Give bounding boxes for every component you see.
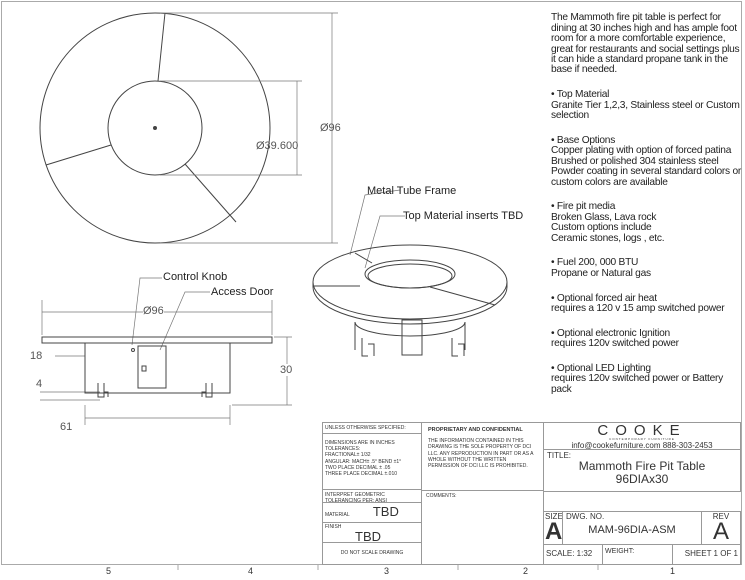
product-notes: The Mammoth fire pit table is perfect fo…	[551, 3, 745, 410]
dim-leg: 4	[36, 378, 43, 390]
top-view	[39, 12, 271, 244]
brand-logo: COOKE	[597, 422, 687, 439]
material-cell: MATERIAL TBD	[322, 502, 422, 523]
callout-control-knob: Control Knob	[163, 271, 228, 283]
dim-side-dia: Ø96	[143, 305, 164, 317]
note-section: • Top Material Granite Tier 1,2,3, Stain…	[551, 89, 740, 122]
weight: WEIGHT:	[602, 544, 673, 565]
zone-3: 3	[384, 566, 390, 576]
dim-top-inner: Ø39.600	[256, 140, 299, 152]
finish-value: TBD	[355, 529, 381, 545]
callout-top-inserts: Top Material inserts TBD	[403, 210, 524, 222]
sheet: SHEET 1 OF 1	[672, 544, 741, 565]
iso-view	[312, 244, 508, 357]
brand-cell: COOKE CONTEMPORARY FURNITURE info@cookef…	[543, 422, 741, 450]
contact: info@cookefurniture.com 888-303-2453	[571, 441, 713, 450]
note-section: • Base Options Copper plating with optio…	[551, 134, 742, 188]
note-section: • Fire pit media Broken Glass, Lava rock…	[551, 201, 665, 244]
drawing-number: MAM-96DIA-ASM	[588, 524, 676, 536]
drawing-subtitle: 96DIAx30	[615, 472, 669, 486]
zone-5: 5	[106, 566, 112, 576]
note-section: • Optional LED Lighting requires 120v sw…	[551, 363, 724, 395]
callout-access-door: Access Door	[211, 286, 274, 298]
zone-1: 1	[670, 566, 676, 576]
material-value: TBD	[372, 504, 399, 519]
note-section: • Optional electronic Ignition requires …	[551, 327, 679, 350]
tolerances: DIMENSIONS ARE IN INCHES TOLERANCES: FRA…	[322, 433, 422, 490]
note-section: • Fuel 200, 000 BTU Propane or Natural g…	[551, 257, 651, 279]
do-not-scale: DO NOT SCALE DRAWING	[322, 542, 422, 565]
comments-cell: COMMENTS:	[421, 490, 544, 565]
dim-height: 30	[280, 364, 293, 376]
dim-top-outer: Ø96	[320, 122, 341, 134]
notes-intro: The Mammoth fire pit table is perfect fo…	[551, 12, 740, 76]
title-cell: TITLE: Mammoth Fire Pit Table 96DIAx30	[543, 449, 741, 492]
dim-overhang: 18	[30, 350, 43, 362]
drawing-title: Mammoth Fire Pit Table	[578, 459, 706, 473]
zone-2: 2	[523, 566, 529, 576]
interpret-tolerancing: INTERPRET GEOMETRIC TOLERANCING PER: ANS…	[322, 489, 422, 504]
zone-4: 4	[248, 566, 254, 576]
note-section: • Optional forced air heat requires a 12…	[551, 292, 725, 314]
dwg-no-cell: DWG. NO.MAM-96DIA-ASM	[562, 511, 702, 545]
callout-metal-tube: Metal Tube Frame	[367, 185, 457, 197]
scale: SCALE: 1:32	[543, 544, 603, 565]
dim-base-width: 61	[60, 421, 73, 433]
side-view	[41, 336, 273, 398]
